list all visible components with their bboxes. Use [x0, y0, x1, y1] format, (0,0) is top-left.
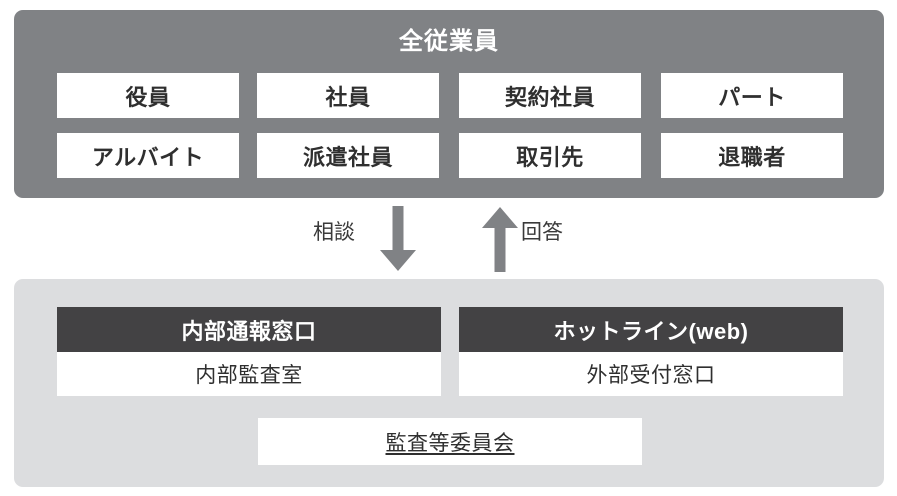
hotline-web-desk: ホットライン(web) 外部受付窓口 — [459, 307, 843, 396]
employee-category-box: 契約社員 — [459, 73, 641, 118]
desk-header: ホットライン(web) — [459, 307, 843, 352]
desk-body: 内部監査室 — [57, 352, 441, 396]
internal-report-desk: 内部通報窓口 内部監査室 — [57, 307, 441, 396]
employee-category-box: 退職者 — [661, 133, 843, 178]
employee-category-box: アルバイト — [57, 133, 239, 178]
consultation-label: 相談 — [313, 221, 355, 244]
desk-body: 外部受付窓口 — [459, 352, 843, 396]
all-employees-panel: 全従業員 役員 社員 契約社員 パート アルバイト 派遣社員 取引先 退職者 — [14, 10, 884, 198]
employee-category-box: 派遣社員 — [257, 133, 439, 178]
contact-desks-panel: 内部通報窓口 内部監査室 ホットライン(web) 外部受付窓口 監査等委員会 — [14, 279, 884, 487]
response-label: 回答 — [521, 221, 563, 244]
audit-committee-box: 監査等委員会 — [258, 418, 642, 465]
employee-category-box: 社員 — [257, 73, 439, 118]
employee-category-box: パート — [661, 73, 843, 118]
desk-header: 内部通報窓口 — [57, 307, 441, 352]
employee-category-box: 役員 — [57, 73, 239, 118]
employee-category-box: 取引先 — [459, 133, 641, 178]
flow-arrows-section: 相談 回答 — [0, 198, 897, 279]
all-employees-title: 全従業員 — [399, 28, 499, 55]
audit-committee-label: 監査等委員会 — [385, 431, 515, 455]
arrow-down-icon — [378, 206, 418, 277]
arrow-up-icon — [480, 206, 520, 277]
